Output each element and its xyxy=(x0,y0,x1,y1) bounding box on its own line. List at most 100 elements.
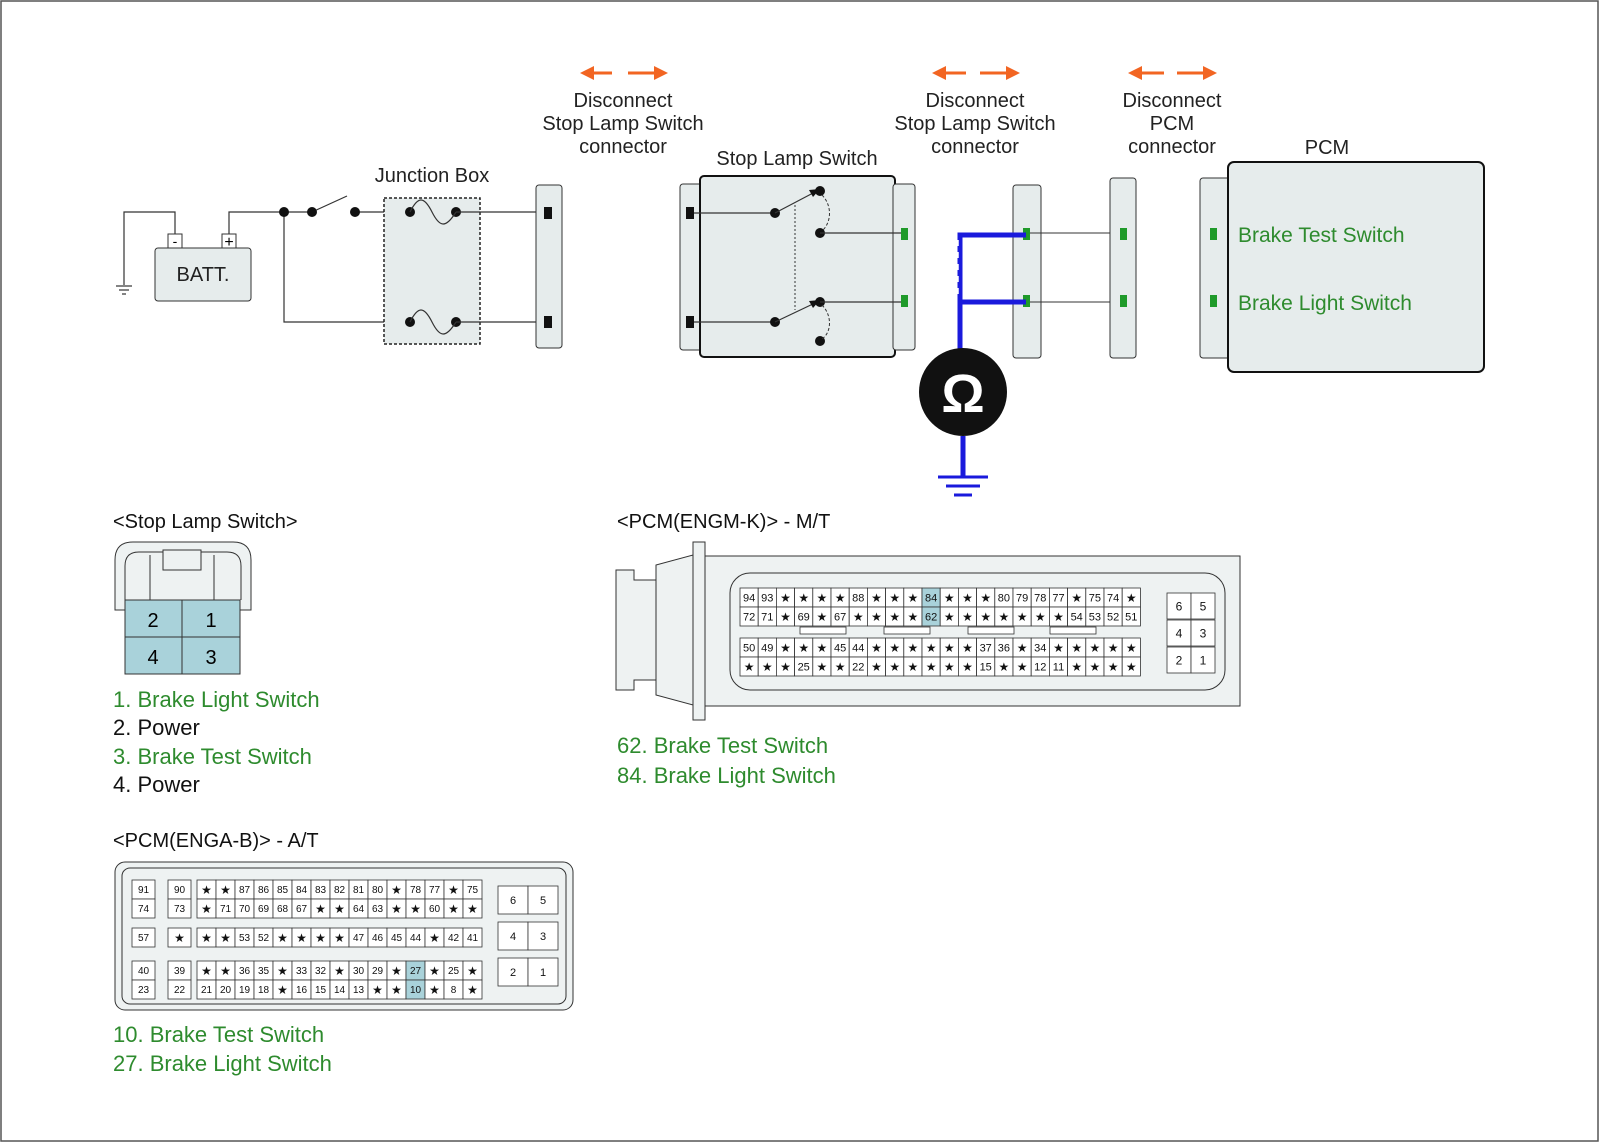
svg-text:69: 69 xyxy=(258,904,270,915)
svg-text:★: ★ xyxy=(780,641,791,655)
pcm-mt-pin-blank: ★ xyxy=(1067,587,1087,608)
pcm-mt-pin-51: 51 xyxy=(1121,606,1141,627)
pcm-at-pin-14: 14 xyxy=(329,979,350,1000)
svg-text:71: 71 xyxy=(220,904,232,915)
pcm-at-pin-8: 8 xyxy=(443,979,464,1000)
pcm-at-pin-19: 19 xyxy=(234,979,255,1000)
svg-text:★: ★ xyxy=(391,883,402,897)
pcm-at-pin-68: 68 xyxy=(272,898,293,919)
svg-text:74: 74 xyxy=(138,904,150,915)
svg-text:11: 11 xyxy=(1053,661,1064,673)
svg-text:15: 15 xyxy=(980,661,992,673)
svg-text:45: 45 xyxy=(391,933,403,944)
pcm-mt-pin-blank: ★ xyxy=(903,637,923,658)
svg-text:★: ★ xyxy=(334,931,345,945)
pcm-at-pin-86: 86 xyxy=(253,879,274,900)
pcm-mt-pin-blank: ★ xyxy=(903,587,923,608)
pcm-at-pin-blank: ★ xyxy=(462,979,483,1000)
svg-text:★: ★ xyxy=(780,660,791,674)
pcm-at-pin-67: 67 xyxy=(291,898,312,919)
pcm-mt-pin-blank: ★ xyxy=(994,606,1014,627)
pcm-mt-pin-78: 78 xyxy=(1030,587,1050,608)
svg-text:83: 83 xyxy=(315,885,327,896)
svg-text:★: ★ xyxy=(962,591,973,605)
pcm-mt-pin-blank: ★ xyxy=(830,587,850,608)
pcm-mt-pin-12: 12 xyxy=(1030,656,1050,677)
svg-text:6: 6 xyxy=(510,895,516,907)
svg-text:63: 63 xyxy=(372,904,384,915)
pcm-mt-pin-blank: ★ xyxy=(958,606,978,627)
disconnect-label-1-line3: connector xyxy=(579,136,667,158)
svg-text:84: 84 xyxy=(925,592,937,604)
svg-text:★: ★ xyxy=(889,610,900,624)
pcm-mt-pin-74: 74 xyxy=(1103,587,1123,608)
svg-text:13: 13 xyxy=(353,985,365,996)
svg-text:51: 51 xyxy=(1125,611,1137,623)
pcm-at-pin-blank: ★ xyxy=(424,927,445,948)
svg-text:★: ★ xyxy=(391,902,402,916)
svg-text:★: ★ xyxy=(429,931,440,945)
pcm-at-pin-blank: ★ xyxy=(310,927,331,948)
pcm-mt-pin-75: 75 xyxy=(1085,587,1105,608)
svg-text:74: 74 xyxy=(1107,592,1119,604)
pcm-engm-k-title: <PCM(ENGM-K)> - M/T xyxy=(617,511,830,533)
svg-text:73: 73 xyxy=(174,904,186,915)
ground-symbol-ohmmeter xyxy=(938,475,988,497)
svg-text:★: ★ xyxy=(962,660,973,674)
svg-text:★: ★ xyxy=(467,983,478,997)
battery-label: BATT. xyxy=(177,264,230,286)
svg-text:★: ★ xyxy=(889,591,900,605)
svg-text:64: 64 xyxy=(353,904,365,915)
svg-text:54: 54 xyxy=(1071,611,1083,623)
svg-text:★: ★ xyxy=(762,660,773,674)
svg-text:57: 57 xyxy=(138,933,150,944)
stop-lamp-switch-label: Stop Lamp Switch xyxy=(716,148,877,170)
pcm-mt-pin-blank: ★ xyxy=(1103,656,1123,677)
pcm-at-side-pin-1: 1 xyxy=(527,957,559,987)
svg-text:★: ★ xyxy=(999,610,1010,624)
svg-text:85: 85 xyxy=(277,885,289,896)
svg-text:★: ★ xyxy=(372,983,383,997)
pcm-mt-pin-blank: ★ xyxy=(1012,637,1032,658)
stop-lamp-connector-strip-2 xyxy=(1012,184,1042,359)
pcm-mt-pin-84: 84 xyxy=(921,587,941,608)
junction-box: Junction Box xyxy=(375,165,489,345)
svg-text:★: ★ xyxy=(201,883,212,897)
svg-text:★: ★ xyxy=(1090,641,1101,655)
pcm-at-pin-blank: ★ xyxy=(272,927,293,948)
pcm-mt-pin-93: 93 xyxy=(757,587,777,608)
ohm-symbol-icon: Ω xyxy=(941,364,984,424)
svg-text:77: 77 xyxy=(1052,592,1064,604)
pcm-at-pin-73: 73 xyxy=(167,898,192,919)
pcm-mt-pin-77: 77 xyxy=(1049,587,1069,608)
pcm-mt-pin-blank: ★ xyxy=(812,587,832,608)
pcm-brake-test-switch-label: Brake Test Switch xyxy=(1238,224,1405,247)
svg-text:★: ★ xyxy=(220,883,231,897)
svg-text:★: ★ xyxy=(780,591,791,605)
pcm-mt-pin-blank: ★ xyxy=(739,656,759,677)
pcm-brake-light-switch-label: Brake Light Switch xyxy=(1238,292,1412,315)
pcm-at-pin-35: 35 xyxy=(253,960,274,981)
pcm-at-pin-30: 30 xyxy=(348,960,369,981)
pcm-at-pin-75: 75 xyxy=(462,879,483,900)
pcm-mt-pin-blank: ★ xyxy=(812,606,832,627)
pcm-at-pin-90: 90 xyxy=(167,879,192,900)
pcm-mt-pin-71: 71 xyxy=(757,606,777,627)
svg-text:60: 60 xyxy=(429,904,441,915)
pcm-at-pin-blank: ★ xyxy=(367,979,388,1000)
pcm-mt-pin-blank: ★ xyxy=(939,656,959,677)
pcm-enga-b-legend-2: 27. Brake Light Switch xyxy=(113,1051,332,1076)
pcm-at-pin-81: 81 xyxy=(348,879,369,900)
pcm-mt-pin-blank: ★ xyxy=(867,656,887,677)
pcm-at-pin-83: 83 xyxy=(310,879,331,900)
pcm-mt-pin-79: 79 xyxy=(1012,587,1032,608)
svg-text:80: 80 xyxy=(998,592,1010,604)
pcm-at-pin-blank: ★ xyxy=(405,898,426,919)
pcm-mt-pin-blank: ★ xyxy=(921,637,941,658)
pcm-mt-pin-11: 11 xyxy=(1049,656,1069,677)
svg-text:★: ★ xyxy=(980,591,991,605)
pcm-mt-pin-blank: ★ xyxy=(812,637,832,658)
pcm-mt-side-pin-2: 2 xyxy=(1166,646,1192,674)
